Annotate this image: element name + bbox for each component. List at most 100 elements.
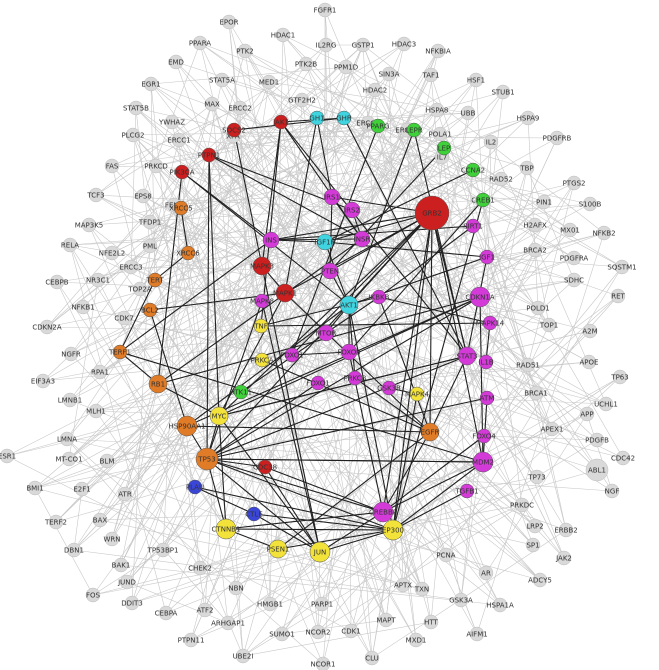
edge-light (281, 361, 487, 635)
edge-dark (284, 292, 431, 433)
node-mlh1: MLH1 (86, 403, 106, 419)
edge-light (135, 107, 235, 131)
node-bax: BAX (92, 512, 107, 528)
node-circle (112, 344, 128, 360)
node-circle (62, 392, 78, 408)
node-circle (116, 310, 132, 326)
node-circle (262, 231, 280, 249)
edge-light (527, 182, 575, 366)
node-circle (49, 274, 65, 290)
edge-light (157, 383, 607, 405)
edge-light (199, 461, 484, 569)
edge-dark (261, 359, 431, 433)
edge-light (317, 382, 598, 471)
node-circle (340, 343, 358, 361)
edge-light (204, 322, 491, 611)
node-cdc42: CDC42 (611, 450, 635, 466)
node-a2m: A2M (582, 323, 598, 339)
node-hspa1a: HSPA1A (486, 597, 514, 613)
node-circle (237, 43, 253, 59)
node-circle (113, 557, 129, 573)
edge-light (69, 399, 394, 531)
node-s100b: S100B (579, 196, 601, 212)
edge-light (227, 351, 350, 624)
node-circle (88, 403, 104, 419)
edge-dark (233, 129, 263, 267)
edge-light (350, 376, 621, 632)
highlighted-edges (119, 117, 491, 553)
edge-light (99, 209, 353, 521)
node-circle (142, 302, 158, 318)
edge-dark (180, 207, 189, 254)
node-circle (317, 2, 333, 18)
edge-light (190, 332, 327, 641)
edge-dark (284, 212, 433, 294)
edge-dark (260, 121, 282, 327)
edge-light (66, 438, 324, 665)
node-apoe: APOE (580, 354, 598, 370)
edge-light (46, 252, 113, 328)
node-circle (85, 587, 101, 603)
edge-dark (319, 511, 384, 553)
node-circle (215, 518, 237, 540)
node-circle (589, 432, 605, 448)
node-max: MAX (204, 96, 220, 112)
node-circle (314, 596, 330, 612)
edge-dark (206, 458, 484, 463)
node-circle (66, 542, 82, 558)
node-circle (453, 592, 469, 608)
edge-dark (194, 486, 255, 515)
edge-light (371, 529, 394, 659)
edge-dark (218, 292, 286, 417)
node-ptpn11: PTPN11 (178, 632, 204, 648)
node-emd: EMD (168, 54, 184, 70)
node-circle (381, 380, 397, 396)
node-taf1: TAF1 (421, 67, 440, 83)
edge-light (282, 34, 438, 111)
background-edges (6, 9, 624, 665)
node-insr: INSR (353, 230, 371, 248)
node-circle (142, 238, 158, 254)
node-egr1: EGR1 (141, 76, 161, 92)
node-circle (581, 354, 597, 370)
edge-light (482, 141, 492, 201)
node-circle (527, 242, 543, 258)
node-circle (201, 147, 217, 163)
node-circle (409, 386, 425, 402)
edge-light (260, 232, 605, 327)
edge-light (534, 249, 550, 326)
edge-dark (218, 415, 227, 530)
node-circle (158, 605, 174, 621)
edge-light (351, 209, 417, 641)
edge-light (321, 50, 439, 605)
edge-light (95, 359, 263, 412)
node-circle (35, 373, 51, 389)
node-circle (482, 315, 498, 331)
node-circle (232, 100, 248, 116)
edge-light (329, 270, 432, 623)
node-circle (483, 134, 499, 150)
edge-light (111, 50, 439, 540)
edge-light (155, 117, 345, 167)
node-nfkbia: NFKBIA (425, 43, 451, 59)
node-circle (353, 230, 371, 248)
node-circle (495, 84, 511, 100)
edge-light (69, 300, 263, 401)
node-circle (257, 459, 273, 475)
node-circle (235, 648, 251, 664)
edge-light (269, 34, 284, 605)
node-il2: IL2 (483, 134, 499, 150)
node-circle (382, 519, 404, 541)
node-circle (275, 283, 295, 303)
edge-dark (206, 458, 384, 513)
edge-light (317, 551, 321, 633)
node-ppara: PPARA (189, 35, 211, 51)
node-egfr: EGFR (421, 422, 439, 442)
node-dbn1: DBN1 (64, 542, 84, 558)
node-circle (414, 195, 450, 231)
node-circle (104, 245, 120, 261)
node-circle (579, 406, 595, 422)
node-gh1: GH1 (309, 110, 325, 126)
edge-dark (270, 239, 326, 243)
edge-dark (378, 225, 474, 298)
